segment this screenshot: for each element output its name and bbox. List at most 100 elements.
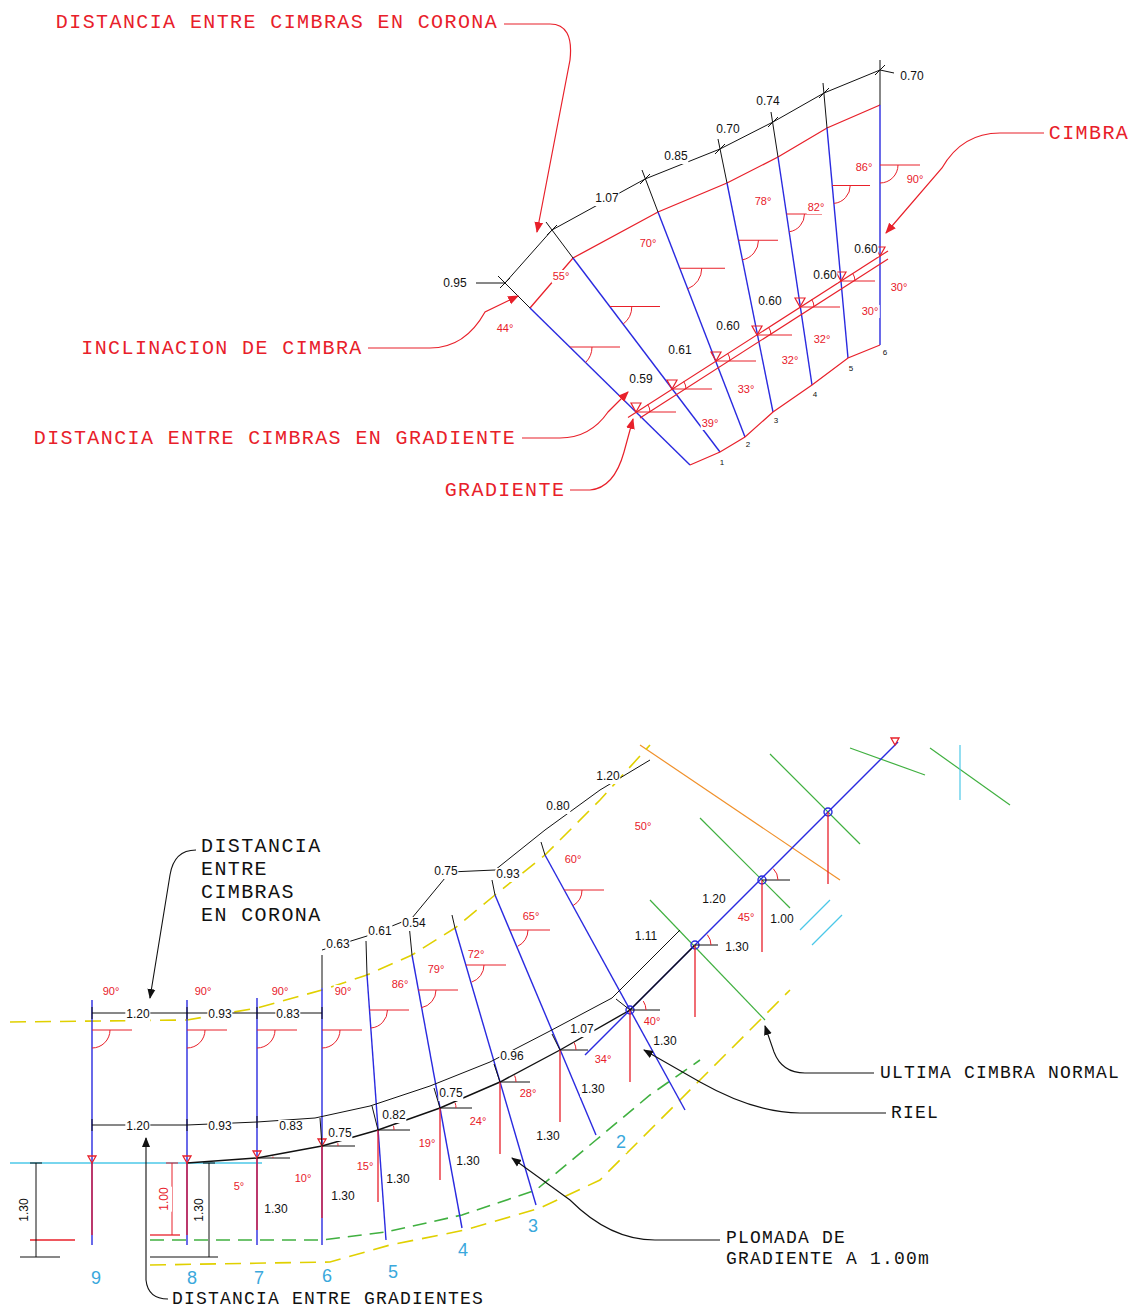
auxiliary-line bbox=[650, 900, 765, 1020]
angle-reference bbox=[684, 381, 686, 389]
angle-reference bbox=[92, 1030, 110, 1048]
callout-label: DISTANCIA ENTRE CIMBRAS EN CORONA bbox=[200, 835, 327, 927]
auxiliary-line bbox=[959, 745, 960, 800]
angle-reference bbox=[630, 1010, 660, 1011]
label-anchor: 0.85 bbox=[663, 146, 688, 164]
dimension-line bbox=[476, 283, 505, 284]
label-anchor: 1.11 bbox=[634, 926, 658, 944]
label-anchor: 90° bbox=[102, 981, 121, 999]
label-anchor: 5 bbox=[387, 1262, 399, 1283]
dimension-value: 1.30 bbox=[652, 1035, 677, 1049]
angle-reference bbox=[515, 1076, 516, 1083]
cimbra-number: 3 bbox=[773, 416, 779, 425]
angle-reference bbox=[648, 404, 650, 412]
label-anchor: 30° bbox=[861, 301, 880, 319]
angle-reference bbox=[560, 1050, 588, 1051]
gradient-line bbox=[628, 251, 888, 418]
dimension-value: 1.20 bbox=[125, 1008, 150, 1022]
angle-reference bbox=[586, 347, 592, 362]
cimbra-line bbox=[92, 742, 898, 1245]
angle-reference bbox=[570, 165, 920, 412]
leader-line bbox=[368, 24, 1044, 490]
label-anchor: 90° bbox=[194, 981, 213, 999]
label-anchor: 50° bbox=[634, 816, 653, 834]
label-anchor: 0.75 bbox=[438, 1083, 463, 1101]
label-anchor: RIEL bbox=[890, 1103, 940, 1124]
plumb-line bbox=[439, 1108, 440, 1180]
label-anchor: 0.95 bbox=[442, 273, 467, 291]
gradient-line bbox=[711, 352, 721, 361]
angle-reference bbox=[773, 869, 778, 880]
leader-line bbox=[644, 1050, 886, 1113]
label-anchor: 0.83 bbox=[275, 1004, 300, 1022]
label-anchor: 0.82 bbox=[381, 1105, 406, 1123]
label-anchor: 32° bbox=[813, 329, 832, 347]
label-anchor: 1.20 bbox=[595, 766, 620, 784]
label-anchor: 40° bbox=[643, 1011, 662, 1029]
cimbra-line bbox=[530, 105, 880, 465]
angle-reference bbox=[742, 240, 758, 260]
label-anchor: CIMBRA bbox=[1048, 122, 1130, 145]
label-anchor: GRADIENTE bbox=[444, 479, 567, 502]
excavation-line bbox=[150, 1060, 700, 1240]
cimbra-line bbox=[367, 975, 386, 1240]
angle-reference bbox=[92, 869, 790, 1158]
dimension-line bbox=[36, 1163, 37, 1257]
dimension-line bbox=[715, 144, 725, 154]
angle-value: 78° bbox=[754, 195, 773, 208]
excavation-line bbox=[150, 1060, 700, 1240]
angle-reference bbox=[769, 327, 771, 335]
auxiliary-line bbox=[800, 900, 830, 930]
rail-line bbox=[187, 808, 832, 1163]
dimension-value: 0.93 bbox=[207, 1120, 232, 1134]
plumb-line bbox=[499, 1082, 500, 1154]
dimension-value: 0.54 bbox=[401, 917, 426, 931]
angle-value: 90° bbox=[906, 173, 925, 186]
auxiliary-line bbox=[770, 754, 860, 844]
angle-reference bbox=[257, 1030, 297, 1031]
dimension-value: 0.70 bbox=[899, 70, 924, 84]
leader-line bbox=[150, 850, 196, 998]
cimbra-line bbox=[256, 998, 257, 1245]
label-anchor: 1.20 bbox=[125, 1004, 150, 1022]
angle-reference bbox=[672, 389, 712, 390]
cimbra-number: 2 bbox=[745, 440, 751, 449]
dimension-line bbox=[500, 278, 510, 288]
angle-value: 5° bbox=[233, 1180, 246, 1193]
angle-value: 50° bbox=[634, 820, 653, 833]
angle-value: 90° bbox=[271, 985, 290, 998]
dimension-value: 0.83 bbox=[275, 1008, 300, 1022]
angle-reference bbox=[518, 930, 528, 946]
dimension-line bbox=[492, 880, 495, 895]
dimension-line bbox=[322, 955, 323, 988]
plumb-line bbox=[377, 1130, 378, 1202]
plumb-line bbox=[559, 1050, 560, 1122]
angle-reference bbox=[728, 353, 730, 361]
label-anchor: 55° bbox=[552, 266, 571, 284]
dimension-line bbox=[476, 60, 894, 308]
label-anchor: DISTANCIA ENTRE CIMBRAS EN CORONA bbox=[55, 11, 499, 34]
label-anchor: 6 bbox=[882, 341, 888, 359]
angle-reference bbox=[789, 214, 804, 232]
dimension-line bbox=[552, 1034, 560, 1050]
angle-value: 28° bbox=[519, 1087, 538, 1100]
angle-value: 10° bbox=[294, 1172, 313, 1185]
callout-label: GRADIENTE bbox=[444, 479, 567, 502]
label-anchor: 1.07 bbox=[594, 188, 619, 206]
dimension-value: 1.30 bbox=[724, 941, 749, 955]
label-anchor: 1.30 bbox=[455, 1151, 480, 1169]
dimension-value: 0.60 bbox=[853, 243, 878, 257]
angle-reference bbox=[92, 869, 778, 1158]
dimension-line bbox=[819, 88, 829, 98]
angle-value: 90° bbox=[334, 985, 353, 998]
angle-reference bbox=[570, 347, 620, 348]
callout-label: DISTANCIA ENTRE GRADIENTES bbox=[171, 1289, 485, 1310]
dimension-line bbox=[546, 222, 573, 258]
leader-line bbox=[368, 296, 518, 348]
cimbra-line bbox=[186, 1000, 187, 1245]
dimension-value: 1.00 bbox=[158, 1186, 172, 1211]
label-anchor: 82° bbox=[807, 197, 826, 215]
angle-value: 72° bbox=[467, 948, 486, 961]
plumb-line bbox=[91, 1163, 92, 1235]
